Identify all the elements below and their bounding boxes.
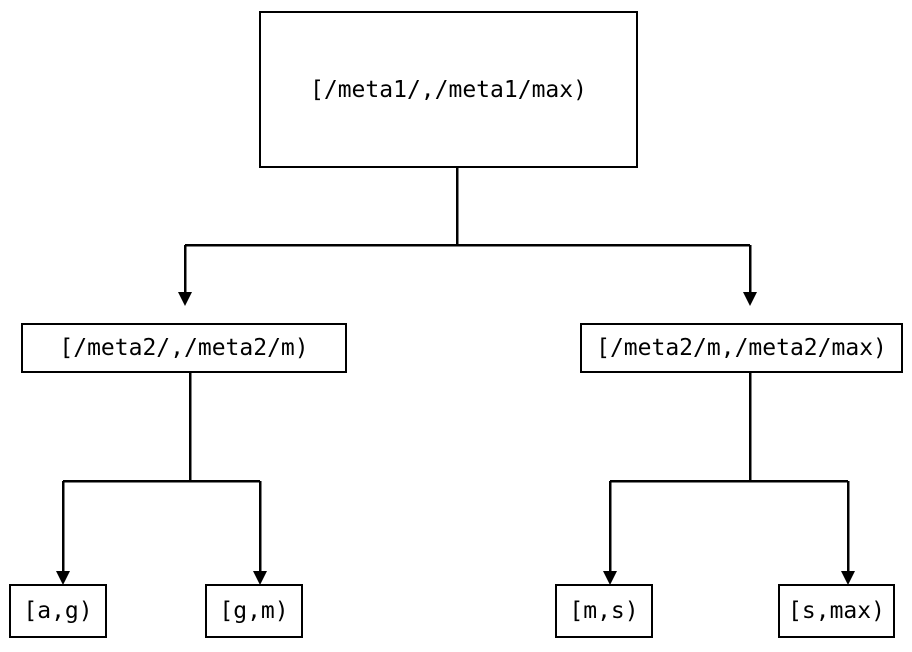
node-leaf-a-g-label: [a,g) <box>23 598 93 624</box>
arrowhead-to-leaf-ag <box>56 571 70 585</box>
node-level2-right-label: [/meta2/m,/meta2/max) <box>596 335 887 361</box>
arrowhead-to-leaf-ms <box>603 571 617 585</box>
node-level2-left-label: [/meta2/,/meta2/m) <box>59 335 309 361</box>
node-level2-left[interactable]: [/meta2/,/meta2/m) <box>21 323 347 373</box>
node-leaf-m-s-label: [m,s) <box>569 598 639 624</box>
arrowhead-to-l2-left <box>178 292 192 306</box>
arrowhead-to-leaf-smax <box>841 571 855 585</box>
node-leaf-s-max-label: [s,max) <box>788 598 885 624</box>
node-root-label: [/meta1/,/meta1/max) <box>310 76 587 103</box>
node-level2-right[interactable]: [/meta2/m,/meta2/max) <box>580 323 903 373</box>
node-leaf-a-g[interactable]: [a,g) <box>9 584 107 638</box>
node-leaf-s-max[interactable]: [s,max) <box>778 584 895 638</box>
node-leaf-m-s[interactable]: [m,s) <box>555 584 653 638</box>
arrowhead-to-leaf-gm <box>253 571 267 585</box>
node-leaf-g-m-label: [g,m) <box>219 598 289 624</box>
arrowhead-to-l2-right <box>743 292 757 306</box>
node-root[interactable]: [/meta1/,/meta1/max) <box>259 11 638 168</box>
node-leaf-g-m[interactable]: [g,m) <box>205 584 303 638</box>
